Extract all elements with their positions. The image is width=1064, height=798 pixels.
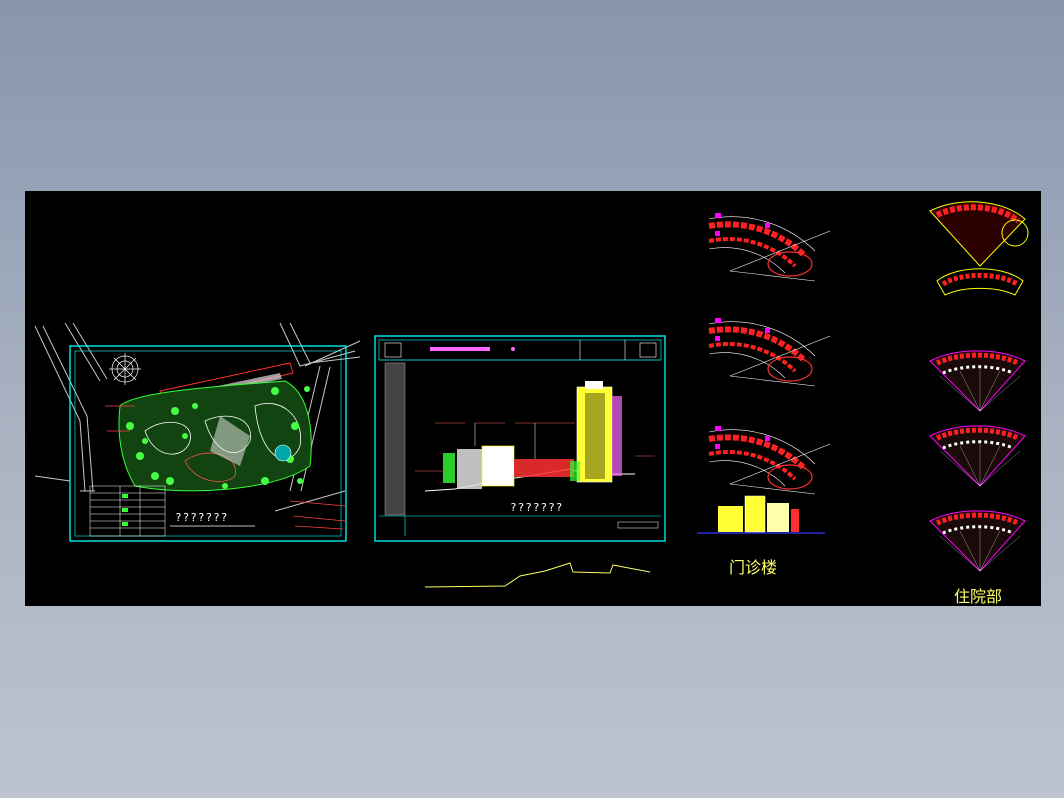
inpatient-plans <box>930 201 1029 571</box>
elevation-drawing <box>374 335 666 588</box>
outpatient-building-label: 门诊楼 <box>729 558 778 577</box>
inpatient-building-label: 住院部 <box>954 587 1003 606</box>
outpatient-plans <box>697 213 830 534</box>
site-plan-drawing <box>34 322 361 542</box>
elevation-caption: ??????? <box>510 501 564 514</box>
site-plan-caption: ??????? <box>175 511 229 524</box>
cad-drawing-canvas[interactable]: ??????? ??????? 门诊楼 住院部 <box>25 191 1041 606</box>
